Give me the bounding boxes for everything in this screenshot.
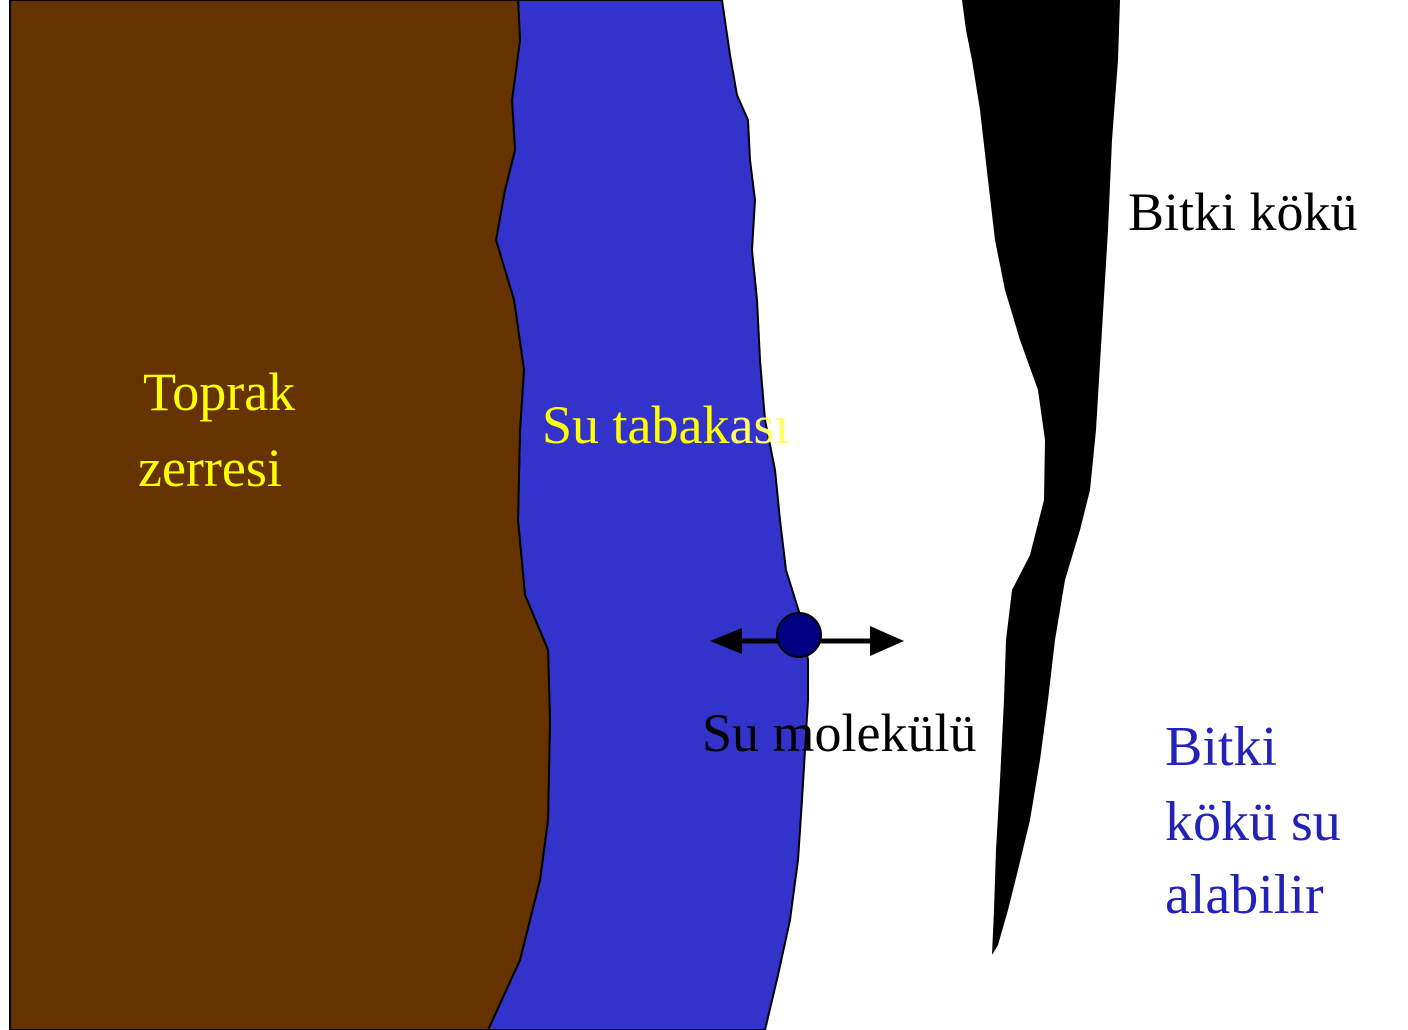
water-layer-label-prefix: Su tabak	[542, 395, 729, 455]
soil-label-line1: Toprak	[143, 362, 295, 422]
water-layer-label-suffix: ası	[729, 395, 789, 455]
water-molecule-label: Su molekülü	[702, 703, 977, 763]
right-arrow-head	[870, 626, 904, 656]
water-layer-label: Su tabakası	[542, 395, 789, 455]
soil-label-line2: zerresi	[138, 438, 282, 498]
plant-root	[962, 0, 1120, 955]
note-line1: Bitki	[1165, 716, 1277, 778]
soil-particle	[10, 0, 550, 1030]
plant-root-label: Bitki kökü	[1128, 182, 1358, 242]
note-line2: kökü su	[1165, 791, 1341, 853]
water-molecule	[777, 613, 821, 657]
note-line3: alabilir	[1165, 864, 1324, 926]
